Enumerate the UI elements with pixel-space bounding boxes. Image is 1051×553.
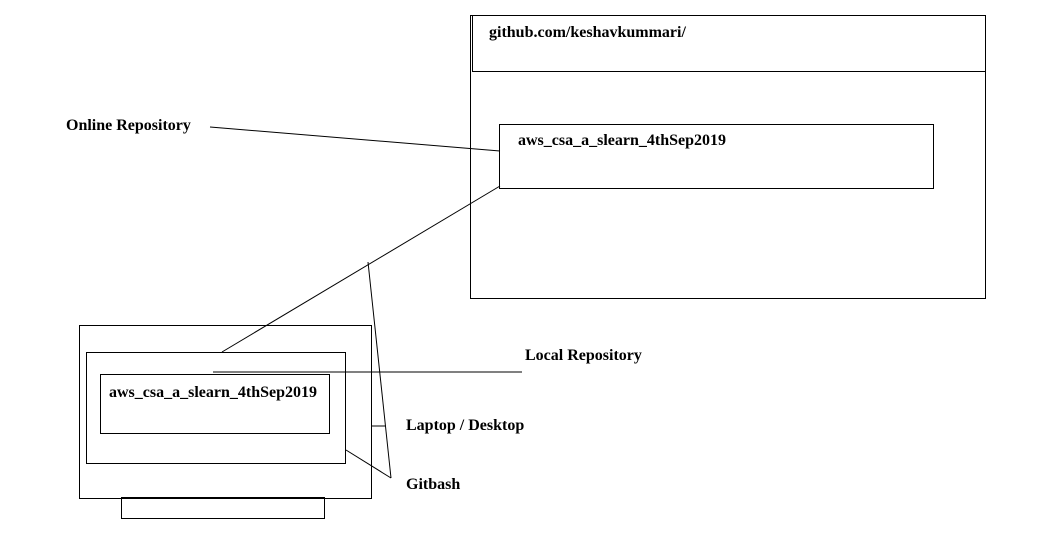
local-repository-name: aws_csa_a_slearn_4thSep2019 bbox=[109, 384, 318, 401]
github-url: github.com/keshavkummari/ bbox=[489, 24, 686, 41]
online-repository-box bbox=[499, 124, 934, 189]
online-repository-label: Online Repository bbox=[66, 117, 191, 134]
local-repository-box bbox=[100, 374, 330, 434]
laptop-desktop-monitor bbox=[79, 325, 372, 499]
gitbash-pointer-long bbox=[367, 261, 392, 479]
online-repository-pointer bbox=[209, 126, 501, 152]
laptop-desktop-label: Laptop / Desktop bbox=[406, 417, 525, 434]
sync-line bbox=[221, 185, 501, 353]
gitbash-label: Gitbash bbox=[406, 476, 461, 493]
gitbash-pointer-short bbox=[345, 449, 392, 479]
gitbash-window bbox=[86, 352, 346, 464]
laptop-desktop-stand bbox=[121, 497, 325, 519]
local-repository-label: Local Repository bbox=[525, 347, 642, 364]
online-repository-name: aws_csa_a_slearn_4thSep2019 bbox=[518, 132, 727, 149]
github-url-bar bbox=[472, 15, 986, 72]
